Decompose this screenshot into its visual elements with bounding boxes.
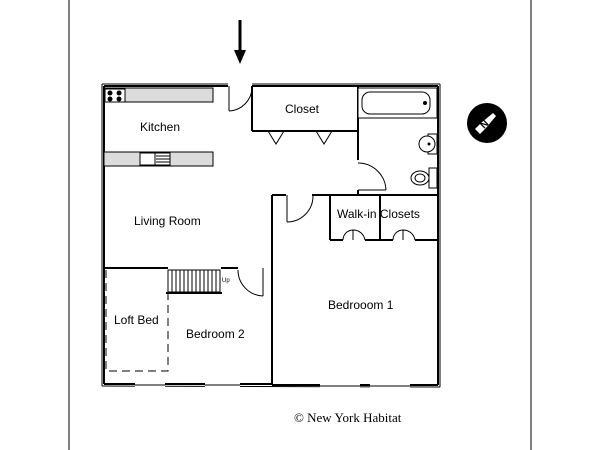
entrance-arrow-icon: [234, 20, 246, 64]
stairs: [166, 269, 222, 294]
bedroom-1-walls: [271, 194, 358, 385]
room-label-bedroom-2: Bedroom 2: [186, 327, 245, 341]
room-label-walk-in-closets: Walk-in Closets: [337, 207, 420, 221]
windows: [135, 382, 410, 389]
room-label-loft-bed: Loft Bed: [114, 313, 159, 327]
room-label-living-room: Living Room: [134, 214, 201, 228]
kitchen-counter-island: [103, 151, 214, 167]
room-label-kitchen: Kitchen: [140, 120, 180, 134]
stove-icon: [107, 90, 122, 102]
walk-in-closets: [329, 195, 438, 241]
entry-door: [228, 86, 253, 112]
room-label-closet: Closet: [285, 102, 320, 116]
bedroom-2-walls: [104, 267, 264, 297]
toilet-icon: [410, 167, 438, 189]
bathroom: [357, 131, 438, 196]
room-label-bedroom-1: Bedrooom 1: [328, 298, 394, 312]
page-frame: [68, 0, 532, 450]
copyright-text: © New York Habitat: [294, 410, 402, 425]
stairs-label: Up: [222, 278, 230, 284]
compass-north-icon: N: [467, 103, 507, 143]
sink-icon: [418, 133, 438, 155]
bathtub-icon: [357, 87, 438, 119]
loft-bed-outline: [105, 270, 169, 372]
